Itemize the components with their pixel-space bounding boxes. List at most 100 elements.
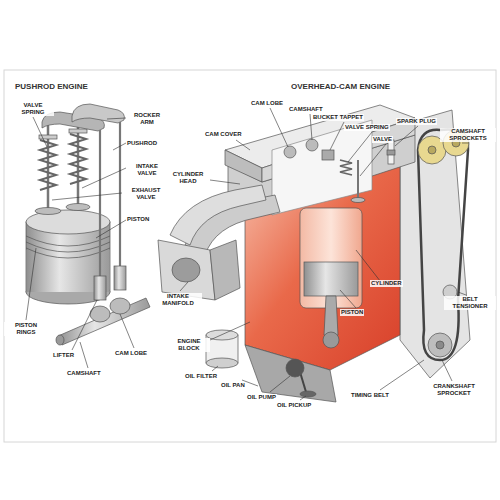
intake-runner: [170, 185, 266, 245]
part-label: PISTON: [340, 309, 364, 316]
sprocket-hub: [428, 146, 436, 154]
camshaft: [58, 298, 150, 345]
leader-line: [330, 122, 344, 150]
camshaft: [306, 139, 318, 151]
part-label: CAM LOBE: [250, 100, 284, 107]
leader-line: [270, 108, 288, 147]
part-label: ROCKER ARM: [126, 112, 168, 126]
part-label: OIL PUMP: [246, 394, 277, 401]
part-label: CAM COVER: [204, 131, 243, 138]
sprocket-hub: [436, 341, 444, 349]
oil-filter-top: [206, 330, 238, 340]
ohc-engine: [158, 105, 470, 402]
leader-line: [52, 193, 122, 200]
leader-line: [462, 143, 469, 144]
valve-head: [351, 198, 365, 203]
part-label: PUSHROD: [126, 140, 158, 147]
rocker-arm: [72, 104, 124, 123]
leader-line: [26, 248, 36, 320]
diagram-heading: PUSHROD ENGINE: [14, 82, 89, 91]
oil-filter-bottom: [206, 358, 238, 368]
leader-line: [180, 282, 188, 291]
part-label: CYLINDER: [370, 280, 403, 287]
pushrod: [99, 130, 101, 276]
leader-line: [442, 360, 452, 381]
cam-cover-front: [225, 150, 262, 182]
part-label: CAMSHAFT: [288, 106, 324, 113]
part-label: CRANKSHAFT SPROCKET: [422, 383, 486, 397]
part-label: OIL FILTER: [184, 373, 218, 380]
part-label: VALVE SPRING: [344, 124, 390, 131]
leader-line: [348, 132, 372, 162]
leader-line: [236, 140, 250, 150]
part-label: CAMSHAFT SPROCKETS: [440, 128, 496, 142]
part-label: SPARK PLUG: [396, 118, 437, 125]
part-label: PISTON: [126, 216, 150, 223]
leader-line: [270, 376, 290, 392]
lifter: [94, 276, 106, 300]
part-label: TIMING BELT: [350, 392, 390, 399]
camshaft-end: [56, 335, 64, 345]
part-label: BUCKET TAPPET: [312, 114, 364, 121]
part-label: CYLINDER HEAD: [166, 171, 210, 185]
part-label: EXHAUST VALVE: [122, 187, 170, 201]
frame: [4, 70, 496, 442]
leader-line: [120, 314, 134, 348]
part-label: VALVE: [372, 136, 393, 143]
leader-line: [33, 117, 47, 147]
piston-ring-lines: [26, 236, 110, 258]
crankshaft: [323, 332, 339, 348]
spark-plug: [388, 140, 394, 164]
part-label: BELT TENSIONER: [444, 296, 496, 310]
valve-spring: [40, 140, 56, 190]
leader-line: [300, 396, 306, 400]
leader-line: [82, 168, 126, 188]
valve-spring: [340, 160, 352, 175]
valve: [357, 160, 359, 200]
bucket-tappet: [322, 150, 334, 160]
leader-line: [360, 144, 386, 176]
leader-line: [113, 143, 126, 150]
leader-lines: [26, 108, 469, 400]
leader-line: [107, 118, 126, 119]
pushrod: [119, 122, 121, 266]
head-cutaway: [272, 120, 372, 215]
part-label: OIL PICKUP: [276, 402, 312, 409]
leader-line: [80, 342, 88, 368]
part-label: OIL PAN: [220, 382, 246, 389]
valve-stem: [47, 118, 50, 210]
leader-line: [340, 290, 356, 308]
leader-line: [210, 322, 250, 340]
oil-pan: [245, 345, 336, 402]
leader-line: [72, 300, 97, 350]
part-label: PISTON RINGS: [4, 322, 48, 336]
part-label: INTAKE MANIFOLD: [154, 293, 202, 307]
intake-opening: [172, 258, 200, 282]
lifter: [114, 266, 126, 290]
cam-lobe: [284, 146, 296, 158]
connecting-rod: [324, 296, 338, 335]
intake-manifold: [158, 240, 215, 300]
part-label: VALVE SPRING: [12, 102, 54, 116]
cam-lobe: [110, 298, 130, 314]
part-label: LIFTER: [52, 352, 75, 359]
valve-head: [66, 204, 90, 211]
oil-pickup-head: [300, 391, 316, 397]
part-label: INTAKE VALVE: [126, 163, 168, 177]
leader-line: [210, 180, 240, 184]
leader-line: [380, 360, 424, 390]
piston: [304, 262, 358, 296]
leader-line: [458, 292, 466, 295]
leader-line: [395, 126, 418, 146]
part-label: CAM LOBE: [114, 350, 148, 357]
oil-pump: [286, 359, 304, 377]
part-label: CAMSHAFT: [66, 370, 102, 377]
valve-head: [35, 208, 61, 215]
valve-spring: [70, 134, 86, 184]
spring-retainer: [69, 129, 87, 133]
cylinder: [300, 208, 362, 308]
leader-line: [212, 366, 218, 371]
spark-plug-hex: [387, 150, 395, 155]
